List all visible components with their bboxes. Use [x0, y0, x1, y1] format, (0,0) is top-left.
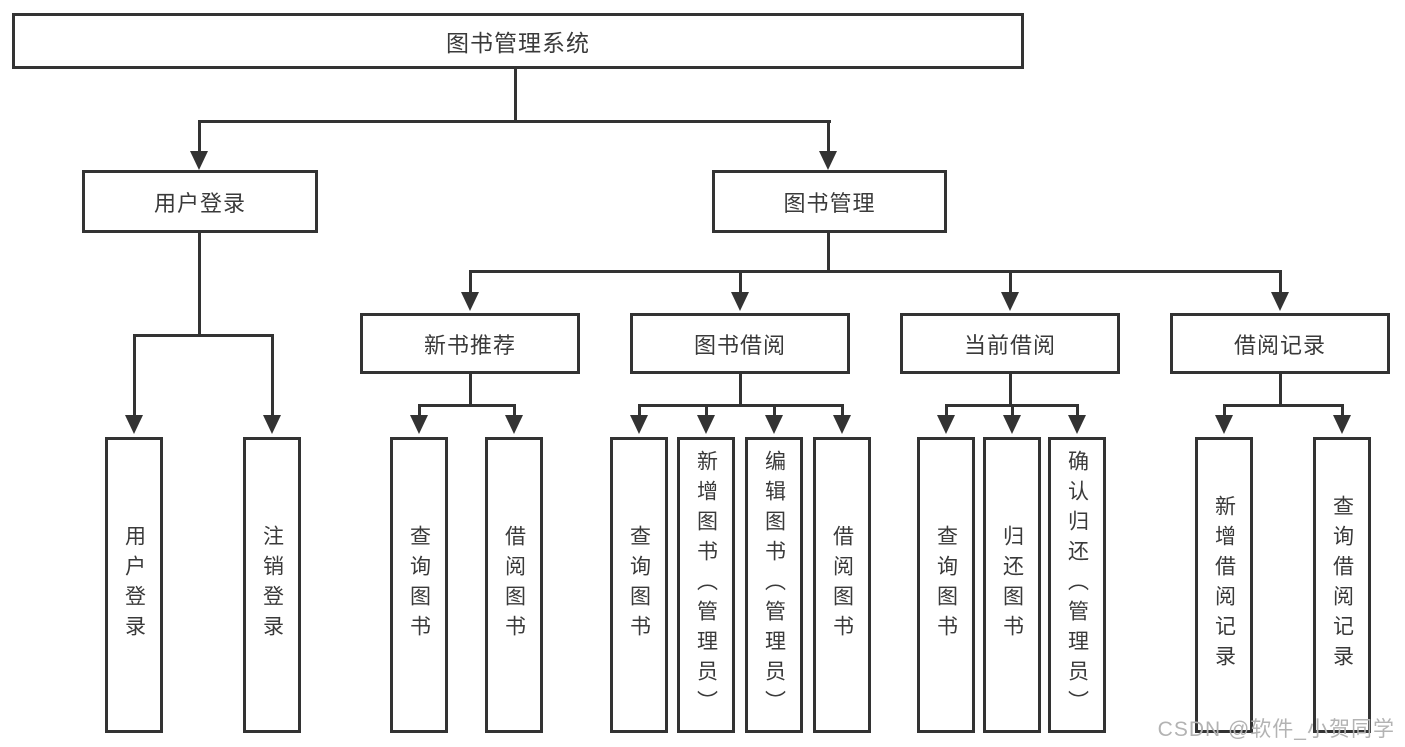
- connector-line: [739, 374, 742, 406]
- leaf-borrow-edit-admin-label: 编辑图书（管理员）: [762, 450, 786, 720]
- connector-line: [134, 334, 274, 337]
- connector-line: [945, 404, 948, 418]
- leaf-current-query-label: 查询图书: [934, 525, 958, 645]
- leaf-record-query: 查询借阅记录: [1313, 437, 1371, 733]
- leaf-borrow-add-admin: 新增图书（管理员）: [677, 437, 735, 733]
- node-new-book-recommend: 新书推荐: [360, 313, 580, 374]
- connector-line: [739, 270, 742, 292]
- arrow-down-icon: [937, 415, 955, 434]
- leaf-user-login: 用户登录: [105, 437, 163, 733]
- arrow-down-icon: [697, 415, 715, 434]
- connector-line: [1223, 404, 1344, 407]
- connector-line: [198, 233, 201, 337]
- arrow-down-icon: [1003, 415, 1021, 434]
- connector-line: [271, 334, 274, 416]
- connector-line: [133, 334, 136, 416]
- arrow-down-icon: [505, 415, 523, 434]
- leaf-current-return-label: 归还图书: [1000, 525, 1024, 645]
- node-borrow-record: 借阅记录: [1170, 313, 1390, 374]
- leaf-newbook-borrow-label: 借阅图书: [502, 525, 526, 645]
- connector-line: [469, 270, 472, 292]
- arrow-down-icon: [765, 415, 783, 434]
- node-book-borrow: 图书借阅: [630, 313, 850, 374]
- leaf-current-confirm-admin: 确认归还（管理员）: [1048, 437, 1106, 733]
- node-root: 图书管理系统: [12, 13, 1024, 69]
- leaf-borrow-query-label: 查询图书: [627, 525, 651, 645]
- connector-line: [827, 120, 830, 153]
- leaf-current-return: 归还图书: [983, 437, 1041, 733]
- arrow-down-icon: [125, 415, 143, 434]
- connector-line: [513, 404, 516, 418]
- leaf-current-query: 查询图书: [917, 437, 975, 733]
- connector-line: [469, 374, 472, 406]
- leaf-user-login-label: 用户登录: [122, 525, 146, 645]
- node-current-borrow-label: 当前借阅: [963, 332, 1056, 358]
- leaf-borrow-book: 借阅图书: [813, 437, 871, 733]
- arrow-down-icon: [190, 151, 208, 170]
- leaf-record-add: 新增借阅记录: [1195, 437, 1253, 733]
- connector-line: [469, 270, 1282, 273]
- leaf-borrow-query: 查询图书: [610, 437, 668, 733]
- watermark: CSDN @软件_小贺同学: [1157, 718, 1395, 741]
- node-current-borrow: 当前借阅: [900, 313, 1120, 374]
- connector-line: [1009, 270, 1012, 292]
- connector-line: [827, 233, 830, 272]
- leaf-borrow-edit-admin: 编辑图书（管理员）: [745, 437, 803, 733]
- leaf-current-confirm-admin-label: 确认归还（管理员）: [1065, 450, 1089, 720]
- node-borrow-record-label: 借阅记录: [1233, 332, 1326, 358]
- arrow-down-icon: [1001, 292, 1019, 311]
- arrow-down-icon: [1215, 415, 1233, 434]
- leaf-newbook-query-label: 查询图书: [407, 525, 431, 645]
- connector-line: [418, 404, 516, 407]
- connector-line: [1279, 270, 1282, 292]
- node-book-management: 图书管理: [712, 170, 947, 233]
- node-root-label: 图书管理系统: [446, 30, 590, 56]
- connector-line: [638, 404, 843, 407]
- arrow-down-icon: [410, 415, 428, 434]
- arrow-down-icon: [731, 292, 749, 311]
- connector-line: [705, 404, 708, 418]
- connector-line: [1279, 374, 1282, 406]
- arrow-down-icon: [461, 292, 479, 311]
- leaf-newbook-query: 查询图书: [390, 437, 448, 733]
- connector-line: [1076, 404, 1079, 418]
- node-user-login: 用户登录: [82, 170, 318, 233]
- arrow-down-icon: [263, 415, 281, 434]
- arrow-down-icon: [630, 415, 648, 434]
- leaf-record-add-label: 新增借阅记录: [1212, 495, 1236, 675]
- arrow-down-icon: [1068, 415, 1086, 434]
- connector-line: [841, 404, 844, 418]
- connector-line: [514, 68, 517, 122]
- leaf-logout: 注销登录: [243, 437, 301, 733]
- leaf-borrow-add-admin-label: 新增图书（管理员）: [694, 450, 718, 720]
- node-new-book-recommend-label: 新书推荐: [423, 332, 516, 358]
- connector-line: [773, 404, 776, 418]
- connector-line: [638, 404, 641, 418]
- arrow-down-icon: [819, 151, 837, 170]
- leaf-newbook-borrow: 借阅图书: [485, 437, 543, 733]
- leaf-borrow-book-label: 借阅图书: [830, 525, 854, 645]
- connector-line: [418, 404, 421, 418]
- connector-line: [1011, 404, 1014, 418]
- connector-line: [1341, 404, 1344, 418]
- node-book-management-label: 图书管理: [783, 190, 876, 216]
- connector-line: [198, 120, 201, 153]
- arrow-down-icon: [1333, 415, 1351, 434]
- connector-line: [1223, 404, 1226, 418]
- arrow-down-icon: [833, 415, 851, 434]
- node-user-login-label: 用户登录: [153, 190, 246, 216]
- leaf-record-query-label: 查询借阅记录: [1330, 495, 1354, 675]
- node-book-borrow-label: 图书借阅: [693, 332, 786, 358]
- connector-line: [198, 120, 831, 123]
- arrow-down-icon: [1271, 292, 1289, 311]
- leaf-logout-label: 注销登录: [260, 525, 284, 645]
- connector-line: [1009, 374, 1012, 406]
